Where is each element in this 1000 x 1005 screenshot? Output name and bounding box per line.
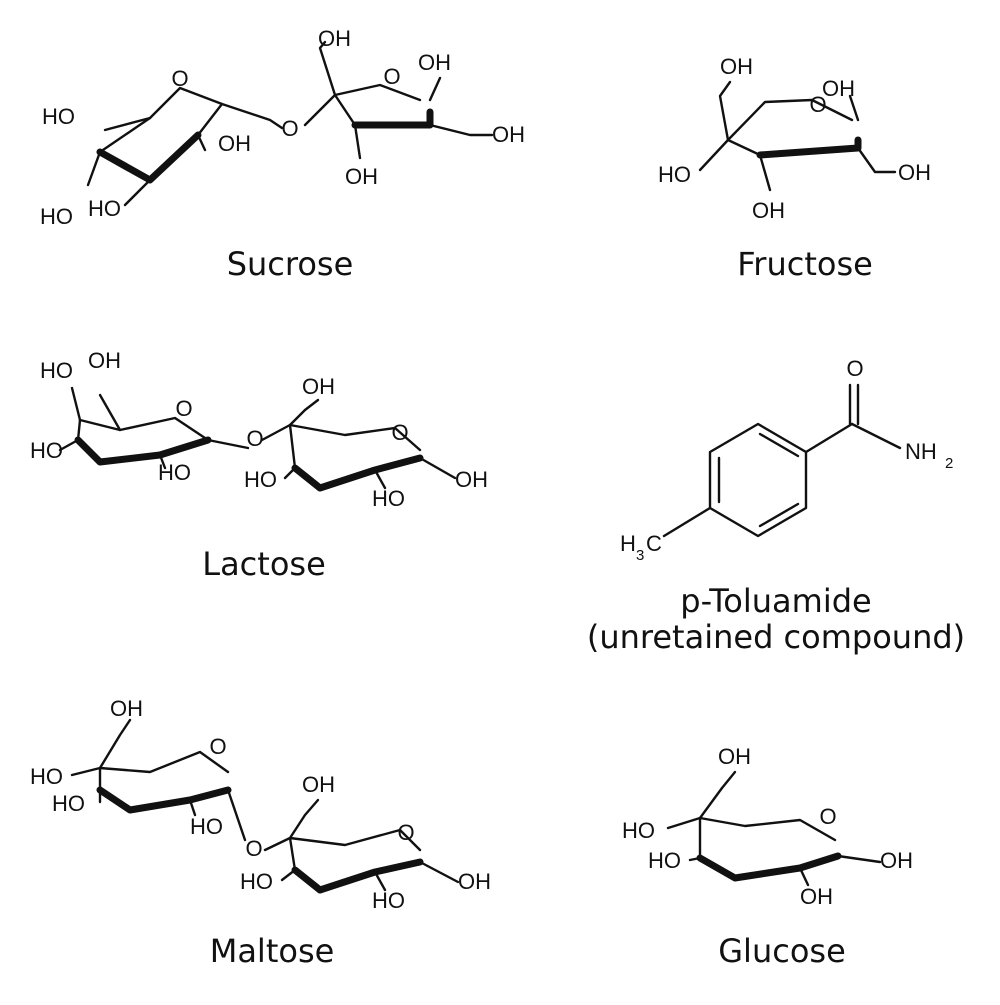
fructose-structure	[698, 80, 897, 192]
maltose-ring-o1: O	[209, 734, 226, 759]
maltose-label: Maltose	[210, 932, 335, 970]
sucrose-label: Sucrose	[227, 245, 354, 283]
lactose-bridge-o: O	[246, 426, 263, 451]
sucrose-ring-o2: O	[383, 64, 400, 89]
toluamide-c: C	[646, 531, 662, 556]
toluamide-nh: NH	[905, 439, 937, 464]
sucrose-oh-3: OH	[418, 50, 451, 75]
fructose-oh-4: OH	[752, 198, 785, 223]
lactose-oh-1: OH	[88, 348, 121, 373]
maltose-ho-1: HO	[30, 764, 63, 789]
toluamide-h-subscript: 3	[636, 547, 644, 564]
maltose-ho-5: HO	[372, 888, 405, 913]
toluamide-label: p-Toluamide	[680, 582, 871, 620]
maltose-oh-1: OH	[110, 696, 143, 721]
sucrose-ho-2: HO	[40, 204, 73, 229]
sucrose-ho-3: HO	[88, 196, 121, 221]
sucrose-oh-1: OH	[218, 131, 251, 156]
toluamide-h: H	[620, 531, 636, 556]
glucose-label: Glucose	[718, 932, 846, 970]
sucrose-oh-4: OH	[492, 122, 525, 147]
lactose-label: Lactose	[202, 545, 326, 583]
lactose-ho-2: HO	[30, 438, 63, 463]
lactose-oh-3: OH	[455, 467, 488, 492]
sucrose-oh-2: OH	[318, 26, 351, 51]
lactose-ho-3: HO	[158, 460, 191, 485]
maltose-ring-o2: O	[397, 820, 414, 845]
fructose-ho: HO	[658, 162, 691, 187]
glucose-oh-3: OH	[800, 884, 833, 909]
fructose-label: Fructose	[737, 245, 873, 283]
maltose-ho-3: HO	[190, 814, 223, 839]
fructose-oh-2: OH	[822, 76, 855, 101]
maltose-ho-2: HO	[52, 791, 85, 816]
lactose-ring-o2: O	[391, 420, 408, 445]
sucrose-ring-o1: O	[171, 66, 188, 91]
maltose-oh-2: OH	[302, 772, 335, 797]
sucrose-oh-5: OH	[345, 164, 378, 189]
maltose-ho-4: HO	[240, 869, 273, 894]
glucose-ho-2: HO	[648, 848, 681, 873]
fructose-ring-o: O	[809, 92, 826, 117]
lactose-oh-2: OH	[302, 374, 335, 399]
glucose-oh-2: OH	[880, 848, 913, 873]
fructose-oh-3: OH	[898, 160, 931, 185]
fructose-oh-1: OH	[720, 54, 753, 79]
lactose-ho-5: HO	[372, 486, 405, 511]
lactose-ho-4: HO	[244, 467, 277, 492]
maltose-bridge-o: O	[245, 836, 262, 861]
lactose-structure	[58, 386, 457, 492]
toluamide-carbonyl-o: O	[846, 356, 863, 381]
glucose-ring-o: O	[819, 804, 836, 829]
sucrose-structure	[86, 40, 494, 207]
glucose-oh-1: OH	[718, 744, 751, 769]
lactose-ho-1: HO	[40, 358, 73, 383]
toluamide-note: (unretained compound)	[587, 618, 965, 656]
maltose-structure	[70, 718, 460, 894]
sucrose-ho-1: HO	[42, 104, 75, 129]
sucrose-bridge-o: O	[281, 116, 298, 141]
glucose-ho-1: HO	[622, 818, 655, 843]
maltose-oh-3: OH	[458, 869, 491, 894]
toluamide-structure	[662, 383, 902, 538]
lactose-ring-o1: O	[175, 396, 192, 421]
toluamide-nh-subscript: 2	[945, 455, 953, 472]
glucose-structure	[666, 770, 882, 887]
